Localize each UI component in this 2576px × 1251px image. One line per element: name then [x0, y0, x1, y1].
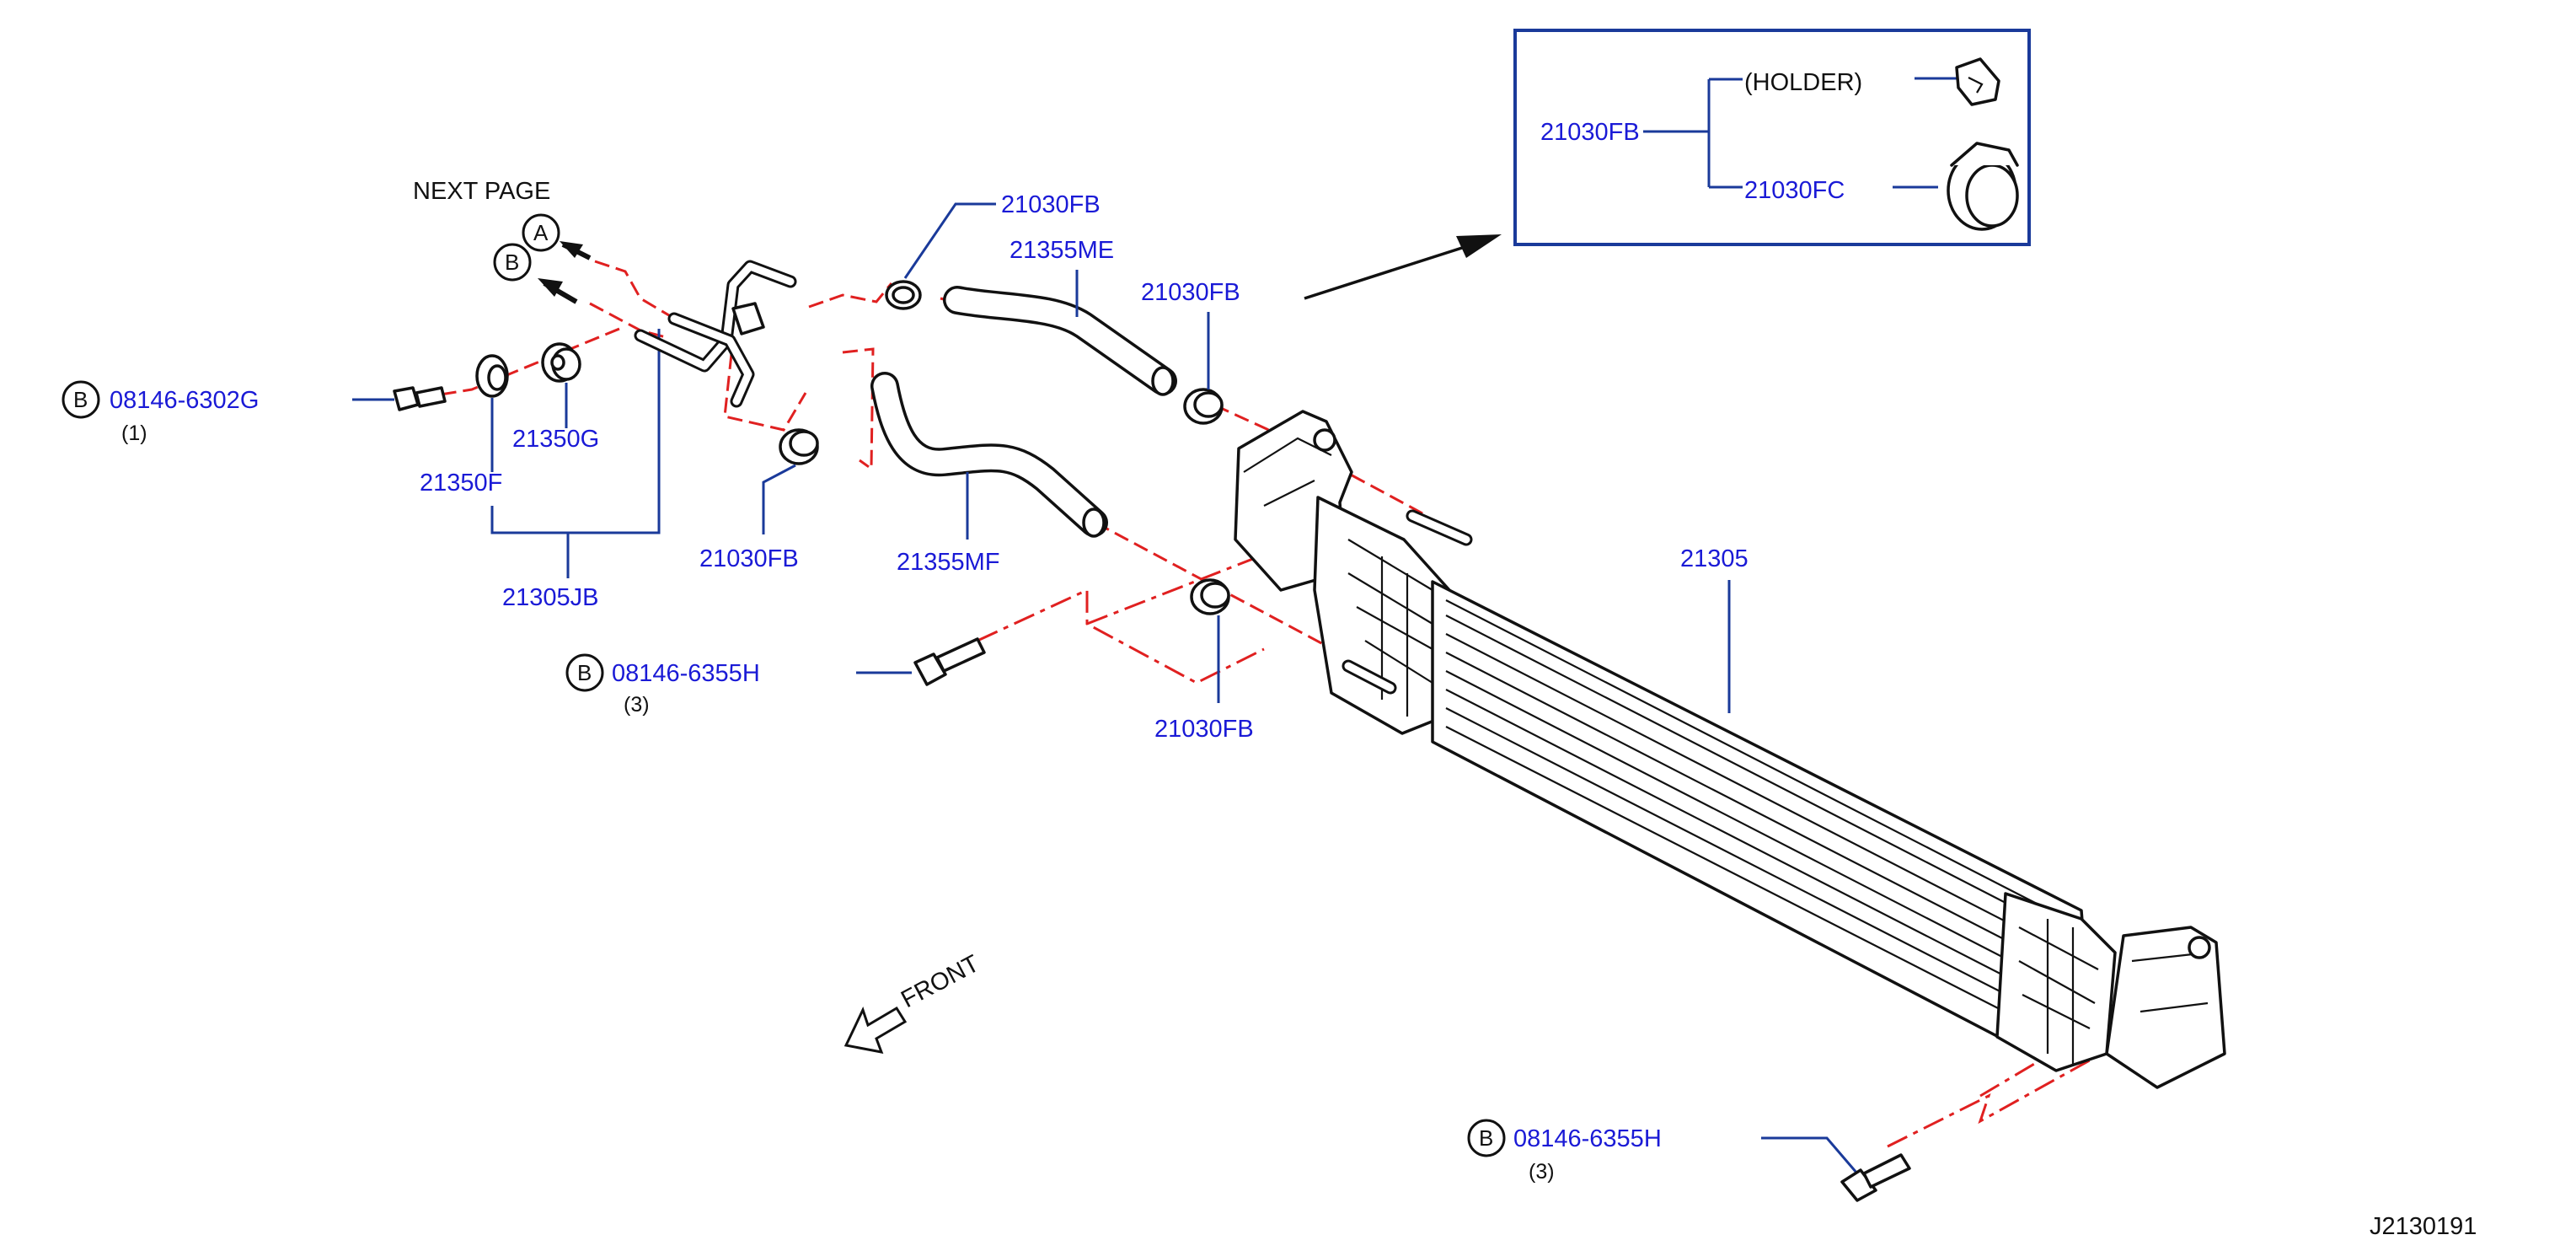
part-21030fb-mid[interactable]: 21030FB: [1141, 279, 1240, 306]
clamp-mid-icon: [1183, 388, 1224, 425]
qty-08146-6302g: (1): [121, 421, 147, 445]
front-label: FRONT: [897, 950, 983, 1013]
part-21350g[interactable]: 21350G: [512, 426, 599, 453]
next-page-label: NEXT PAGE: [413, 178, 550, 205]
part-21030fb-left[interactable]: 21030FB: [699, 545, 799, 572]
assembly-lines: [419, 260, 2209, 1148]
part-21355mf[interactable]: 21355MF: [897, 549, 1000, 576]
hose-21355mf: [870, 372, 1108, 538]
collar-21350f-icon: [475, 354, 509, 398]
qty-08146-6355h-right: (3): [1529, 1160, 1555, 1184]
part-21355me[interactable]: 21355ME: [1010, 237, 1114, 264]
inset-box: 21030FB (HOLDER) 21030FC: [1513, 29, 2031, 246]
part-21305[interactable]: 21305: [1680, 545, 1749, 572]
clamp-left-icon: [779, 428, 819, 465]
arrow-to-b: [538, 278, 578, 304]
leader-6355h-right: [1761, 1136, 1859, 1174]
part-21305jb[interactable]: 21305JB: [502, 584, 599, 611]
part-21030fb-lower[interactable]: 21030FB: [1154, 716, 1254, 743]
part-21030fb-top[interactable]: 21030FB: [1001, 191, 1101, 218]
leader-21305jb: [490, 329, 661, 578]
ref-circle-b-top[interactable]: B: [493, 243, 532, 282]
svg-text:B: B: [1479, 1125, 1493, 1151]
svg-text:B: B: [505, 250, 519, 275]
qty-08146-6355h-left: (3): [624, 693, 650, 717]
inset-pointer-arrowhead: [1456, 234, 1502, 258]
holder-icon: [1955, 57, 2000, 106]
part-21350f[interactable]: 21350F: [420, 470, 502, 497]
svg-text:A: A: [533, 220, 549, 245]
clamp-fc-icon: [1947, 142, 2019, 231]
inset-part-21030fc[interactable]: 21030FC: [1744, 177, 1845, 204]
ref-circle-a[interactable]: A: [522, 213, 560, 252]
diagram-id: J2130191: [2370, 1213, 2477, 1240]
part-08146-6355h-right: 08146-6355H: [1513, 1125, 1662, 1152]
oil-cooler-21305: [1234, 410, 2226, 1089]
pipe-bracket-21305jb: [634, 260, 797, 408]
front-arrow: [843, 1006, 908, 1054]
hose-21355me: [943, 286, 1177, 396]
inset-part-21030fb[interactable]: 21030FB: [1540, 119, 1640, 146]
inset-holder-label: (HOLDER): [1744, 69, 1862, 96]
clamp-top-icon: [885, 280, 922, 310]
leader-clamp-left: [762, 464, 796, 534]
bolt-6302g-icon: [393, 386, 447, 411]
leader-clamp-top: [903, 202, 996, 279]
clamp-lower-icon: [1190, 578, 1230, 615]
svg-text:B: B: [73, 387, 88, 412]
callout-bolt-08146-6355h-left[interactable]: B 08146-6355H (3): [565, 653, 760, 717]
part-08146-6355h-left: 08146-6355H: [612, 660, 760, 687]
grommet-21350g-icon: [541, 342, 581, 383]
callout-bolt-08146-6355h-right[interactable]: B 08146-6355H (3): [1467, 1119, 1662, 1184]
callout-bolt-08146-6302g[interactable]: B 08146-6302G (1): [62, 380, 259, 445]
bolt-6355h-left-icon: [913, 637, 986, 686]
arrow-to-a: [560, 241, 592, 260]
inset-pointer-line: [1304, 239, 1484, 300]
bolt-6355h-right-icon: [1840, 1153, 1911, 1202]
svg-text:B: B: [577, 660, 592, 685]
part-08146-6302g: 08146-6302G: [110, 387, 259, 414]
